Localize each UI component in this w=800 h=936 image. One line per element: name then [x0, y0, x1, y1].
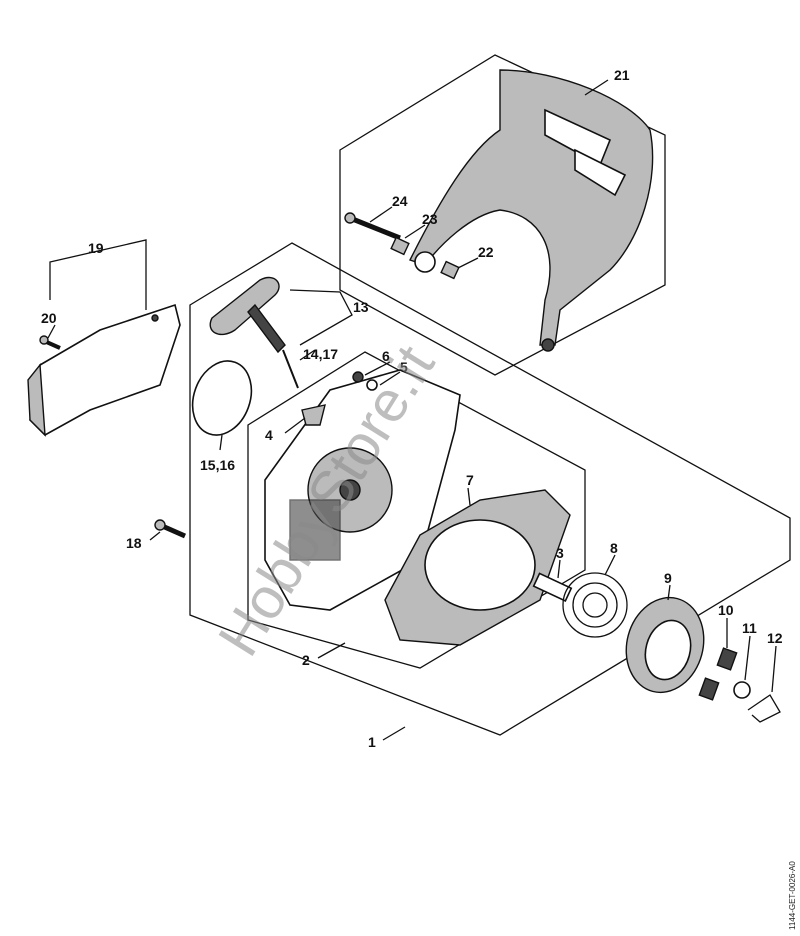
label-22: 22	[478, 244, 494, 260]
screw-20	[39, 335, 61, 350]
screw-18	[154, 519, 187, 539]
spring-23	[390, 236, 410, 256]
pawl-10b	[698, 677, 720, 701]
label-13: 13	[353, 299, 369, 315]
pawl-10	[716, 647, 738, 671]
label-19: 19	[88, 240, 104, 256]
label-24: 24	[392, 193, 408, 209]
drawing-code: 1144-GET-0026-A0	[788, 861, 797, 930]
label-7: 7	[466, 472, 474, 488]
disc-15-16	[191, 360, 253, 436]
label-1: 1	[368, 734, 376, 750]
rewind-spring-8	[562, 572, 628, 638]
hand-guard-part	[409, 69, 654, 352]
bracket-19	[49, 239, 147, 310]
spring-clip-12	[747, 694, 781, 723]
valve-4	[301, 404, 326, 426]
label-10: 10	[718, 602, 734, 618]
label-3: 3	[556, 545, 564, 561]
sleeve-22	[440, 260, 460, 280]
label-5: 5	[400, 359, 408, 375]
label-8: 8	[610, 540, 618, 556]
label-15-16: 15,16	[200, 457, 235, 473]
rope-rotor-9	[625, 596, 705, 694]
washer-11	[733, 681, 751, 699]
label-21: 21	[614, 67, 630, 83]
label-4: 4	[265, 427, 273, 443]
label-9: 9	[664, 570, 672, 586]
cover-7	[384, 489, 571, 646]
assembly-box-1	[189, 242, 791, 736]
screw-6	[352, 371, 364, 383]
label-6: 6	[382, 348, 390, 364]
chain-guard-plate	[27, 303, 181, 437]
starter-grip	[209, 276, 299, 389]
pin-3	[532, 572, 573, 603]
bracket-13	[289, 289, 353, 346]
label-2: 2	[302, 652, 310, 668]
label-20: 20	[41, 310, 57, 326]
assembly-box-2	[247, 351, 586, 669]
label-12: 12	[767, 630, 783, 646]
label-11: 11	[742, 620, 757, 636]
label-14-17: 14,17	[303, 346, 338, 362]
assembly-box-21	[339, 54, 666, 376]
screw-24	[344, 212, 401, 241]
label-18: 18	[126, 535, 142, 551]
washer-5	[366, 379, 378, 391]
label-23: 23	[422, 211, 438, 227]
leader-lines	[47, 79, 777, 741]
